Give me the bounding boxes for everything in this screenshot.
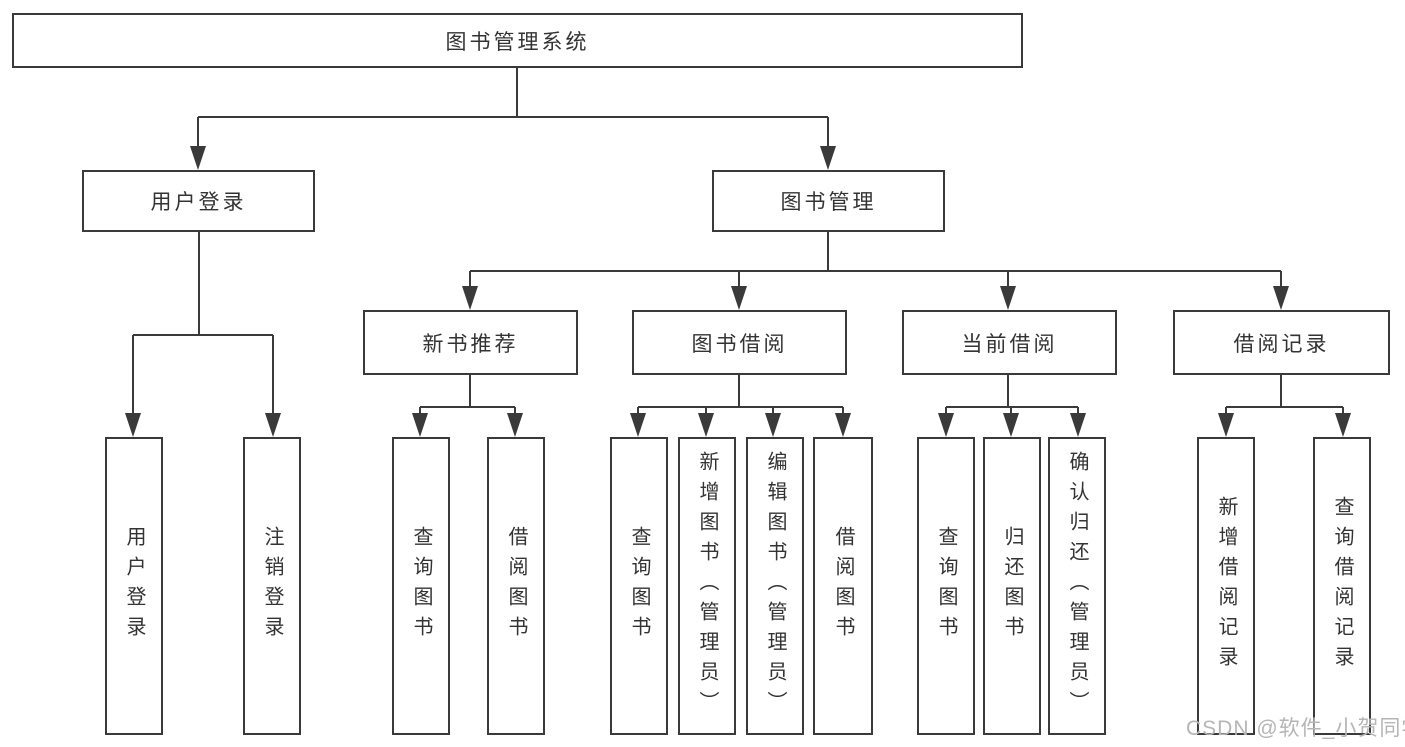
arrowheads-level2	[190, 146, 836, 170]
node-user-login: 用户登录	[82, 170, 315, 232]
leaf-user-login: 用户登录	[105, 437, 163, 735]
leaf-logout-label: 注销登录	[261, 526, 283, 646]
leaf-add-book-admin: 新增图书（管理员）	[678, 437, 736, 735]
arrowheads-level3	[462, 286, 1289, 310]
edge-new-book-branch	[419, 375, 516, 418]
leaf-add-borrow-record: 新增借阅记录	[1197, 437, 1255, 735]
node-user-login-label: 用户登录	[150, 191, 247, 214]
leaf-borrow-books-borrow-label: 借阅图书	[832, 526, 854, 646]
csdn-watermark: CSDN @软件_小贺同学	[1186, 717, 1405, 740]
leaf-query-borrow-record-label: 查询借阅记录	[1331, 496, 1353, 676]
leaf-query-borrow-record: 查询借阅记录	[1313, 437, 1371, 735]
edge-book-borrow-branch	[637, 375, 844, 418]
leaf-edit-book-admin: 编辑图书（管理员）	[746, 437, 804, 735]
node-book-management: 图书管理	[712, 170, 945, 232]
node-borrow-records-label: 借阅记录	[1233, 332, 1330, 356]
node-current-borrow-label: 当前借阅	[961, 332, 1058, 356]
leaf-return-book: 归还图书	[983, 437, 1041, 735]
arrowheads-leaves	[412, 413, 1351, 437]
edge-user-login-branch	[132, 232, 274, 418]
leaf-confirm-return-admin: 确认归还（管理员）	[1048, 437, 1106, 735]
leaf-query-books-borrow-label: 查询图书	[628, 526, 650, 646]
leaf-borrow-books-recommend: 借阅图书	[487, 437, 545, 735]
node-new-book-recommend: 新书推荐	[363, 310, 578, 375]
leaf-add-borrow-record-label: 新增借阅记录	[1215, 496, 1237, 676]
leaf-return-book-label: 归还图书	[1001, 526, 1023, 646]
node-library-system-label: 图书管理系统	[445, 30, 590, 54]
arrowheads-user-login	[125, 413, 281, 437]
leaf-query-books-borrow: 查询图书	[610, 437, 668, 735]
leaf-borrow-books-recommend-label: 借阅图书	[505, 526, 527, 646]
node-borrow-records: 借阅记录	[1173, 310, 1390, 375]
edge-book-management-branch	[469, 232, 1282, 290]
leaf-edit-book-admin-label: 编辑图书（管理员）	[764, 451, 786, 721]
leaf-query-books-recommend: 查询图书	[392, 437, 450, 735]
leaf-logout: 注销登录	[243, 437, 301, 735]
node-current-borrow: 当前借阅	[902, 310, 1117, 375]
leaf-add-book-admin-label: 新增图书（管理员）	[696, 451, 718, 721]
node-book-borrow: 图书借阅	[632, 310, 847, 375]
leaf-query-books-current: 查询图书	[917, 437, 975, 735]
node-library-system: 图书管理系统	[12, 13, 1023, 68]
leaf-query-books-recommend-label: 查询图书	[410, 526, 432, 646]
leaf-confirm-return-admin-label: 确认归还（管理员）	[1066, 451, 1088, 721]
node-book-management-label: 图书管理	[780, 191, 877, 214]
leaf-borrow-books-borrow: 借阅图书	[813, 437, 873, 735]
node-book-borrow-label: 图书借阅	[691, 332, 788, 356]
node-new-book-recommend-label: 新书推荐	[422, 332, 519, 356]
edge-current-borrow-branch	[945, 375, 1079, 418]
leaf-query-books-current-label: 查询图书	[935, 526, 957, 646]
leaf-user-login-label: 用户登录	[123, 526, 145, 646]
edge-root-branch	[197, 68, 829, 150]
edge-borrow-record-branch	[1225, 375, 1344, 418]
